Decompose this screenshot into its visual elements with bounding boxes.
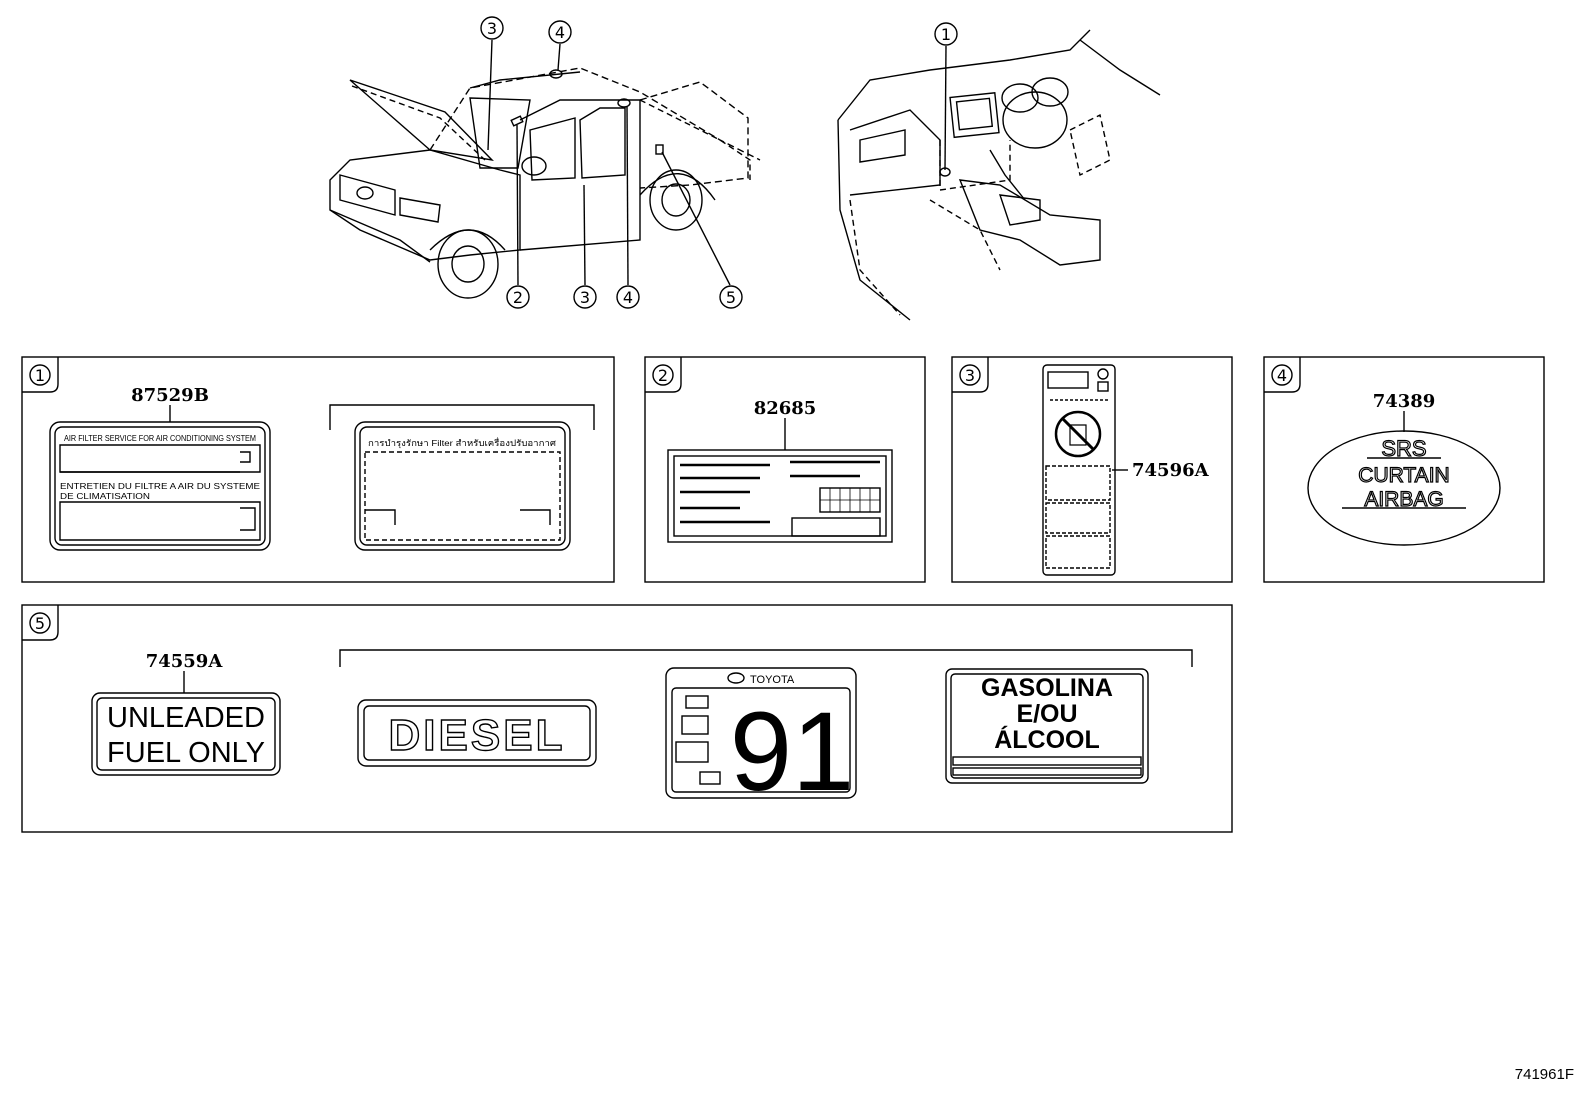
part-number-87529b: 87529B — [131, 385, 209, 406]
callout-4-top: 4 — [555, 23, 565, 42]
toyota-text: TOYOTA — [750, 674, 795, 686]
part-number-74389: 74389 — [1373, 391, 1436, 412]
octane-91-text: 91 — [730, 689, 855, 814]
part-number-74596a: 74596A — [1132, 460, 1210, 481]
callout-2-bottom: 2 — [513, 288, 523, 307]
illustration-callouts — [480, 16, 958, 309]
unleaded-text: UNLEADED — [107, 702, 265, 734]
panel-2-number: 2 — [658, 366, 668, 385]
fuel-only-text: FUEL ONLY — [107, 737, 265, 769]
truck-illustration — [329, 39, 761, 299]
figure-id: 741961F — [1514, 1066, 1574, 1083]
e-ou-text: E/OU — [1016, 700, 1077, 728]
part-number-82685: 82685 — [754, 398, 817, 419]
srs-text: SRS — [1381, 436, 1426, 461]
airbag-text: AIRBAG — [1364, 488, 1443, 511]
panel-4-label — [1307, 411, 1501, 546]
alcool-text: ÁLCOOL — [994, 725, 1100, 754]
ac-filter-label-en: AIR FILTER SERVICE FOR AIR CONDITIONING … — [64, 433, 256, 443]
panel-1-number: 1 — [35, 366, 45, 385]
panel-2-label — [667, 418, 893, 543]
diesel-text: DIESEL — [389, 711, 566, 760]
panel-4-number: 4 — [1277, 366, 1287, 385]
ac-filter-label-fr-1: ENTRETIEN DU FILTRE A AIR DU SYSTEME — [60, 481, 260, 491]
panel-1-labels — [49, 404, 595, 551]
curtain-text: CURTAIN — [1358, 464, 1449, 487]
panel-3-number: 3 — [965, 366, 975, 385]
callout-4-bottom: 4 — [623, 288, 633, 307]
callout-3-bottom: 3 — [580, 288, 590, 307]
dashboard-illustration — [837, 29, 1161, 321]
callout-3-top: 3 — [487, 19, 497, 38]
part-number-74559a: 74559A — [146, 651, 224, 672]
ac-filter-label-fr-2: DE CLIMATISATION — [60, 491, 150, 501]
panel-5-labels — [91, 649, 1193, 799]
ac-filter-label-th: การบำรุงรักษา Filter สำหรับเครื่องปรับอา… — [368, 437, 557, 449]
callout-1-dash: 1 — [941, 25, 951, 44]
panel-3-label — [1042, 364, 1128, 576]
callout-5-bottom: 5 — [726, 288, 736, 307]
panel-5-number: 5 — [35, 614, 45, 633]
panel-frames — [21, 356, 1545, 833]
gasolina-text: GASOLINA — [981, 674, 1113, 702]
